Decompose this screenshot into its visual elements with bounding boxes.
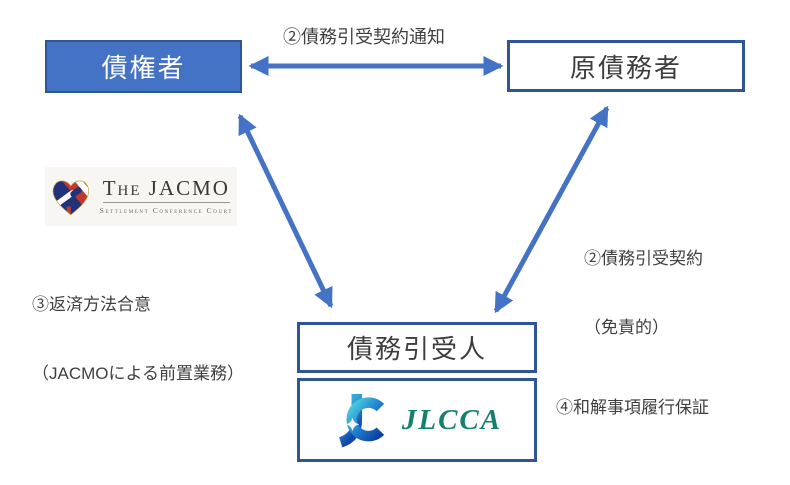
label-repayment-agreement: ③返済方法合意 （JACMOによる前置業務） xyxy=(32,248,244,432)
label-assumption-notice: ②債務引受契約通知 xyxy=(283,27,445,47)
label-assumption-contract: ②債務引受契約 （免責的） xyxy=(584,202,703,386)
jlcca-wordmark: JLCCA xyxy=(401,403,503,436)
jc-monogram-icon xyxy=(338,393,384,448)
node-jlcca: JLCCA xyxy=(297,378,537,462)
jacmo-logo-title: The JACMO xyxy=(102,178,230,203)
node-creditor: 債権者 xyxy=(45,40,242,93)
node-creditor-label: 債権者 xyxy=(101,53,186,83)
jacmo-logo-subtitle: Settlement Conference Court xyxy=(99,206,233,215)
arrow-creditor-debt-assumer xyxy=(237,113,334,309)
node-debt-assumer-label: 債務引受人 xyxy=(346,334,487,364)
jacmo-logo-text: The JACMO Settlement Conference Court xyxy=(99,178,233,216)
label-assumption-contract-line2: （免責的） xyxy=(584,317,669,337)
heart-handshake-icon xyxy=(52,180,90,215)
jacmo-logo: The JACMO Settlement Conference Court xyxy=(45,167,237,226)
label-repayment-agreement-line2: （JACMOによる前置業務） xyxy=(32,363,244,383)
label-settlement-guarantee: ④和解事項履行保証 xyxy=(556,398,709,417)
node-original-debtor: 原債務者 xyxy=(507,40,745,92)
label-assumption-contract-line1: ②債務引受契約 xyxy=(584,248,703,268)
node-debt-assumer: 債務引受人 xyxy=(297,322,537,373)
label-repayment-agreement-line1: ③返済方法合意 xyxy=(32,294,151,314)
node-original-debtor-label: 原債務者 xyxy=(569,52,682,83)
